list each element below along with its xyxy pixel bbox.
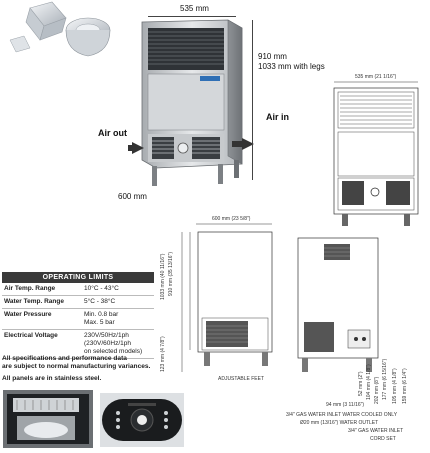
dim-159: 159 mm (6 1/4") [402,368,408,404]
panels-note: All panels are in stainless steel. [2,375,102,382]
lower-width-dimension: 600 mm (23 5/8") [212,216,251,222]
depth-dimension: 600 mm [118,192,147,201]
dim-105: 105 mm (4 1/8") [392,368,398,404]
row-label: Water Pressure [4,311,52,318]
dim-52: 52 mm (2") [358,371,364,396]
front-drawing-width: 535 mm (21 1/16") [355,74,397,80]
interior-bin-photo [3,390,93,448]
table-row: Air Temp. Range 10°C - 43°C [2,283,154,296]
height-with-legs-dimension: 1033 mm with legs [258,62,325,71]
rear-technical-drawing [296,236,386,382]
table-row: Electrical Voltage 230V/50Hz/1ph (230V/6… [2,330,154,359]
dim-104: 104 mm (4 1/8") [366,364,372,400]
height-dimension: 910 mm [258,52,287,61]
row-label: Water Temp. Range [4,298,64,305]
operating-limits-title: OPERATING LIMITS [2,272,154,283]
width-dimension: 535 mm [180,4,209,13]
dim-94: 94 mm (3 11/16") [326,402,365,408]
table-row: Water Pressure Min. 0.8 bar Max. 5 bar [2,309,154,330]
air-out-label: Air out [98,128,127,138]
gas-inlet-label: 3/4" GAS WATER INLET [348,428,404,434]
cord-set-label: CORD SET [370,436,396,442]
row-label: Air Temp. Range [4,285,56,292]
gas-inlet-cooled-label: 3/4" GAS WATER INLET WATER COOLED ONLY [286,412,398,418]
total-height-label: 1033 mm (40 11/16") [160,253,166,300]
side-technical-drawing [176,222,286,382]
water-outlet-label: Ø20 mm (13/16") WATER OUTLET [300,420,379,426]
row-value: Min. 0.8 bar [84,311,119,318]
operating-limits-table: OPERATING LIMITS Air Temp. Range 10°C - … [2,272,154,359]
row-value: (230V/60Hz/1ph [84,340,131,347]
dim-177: 177 mm (6 15/16") [382,358,388,400]
table-row: Water Temp. Range 5°C - 38°C [2,296,154,309]
dim-202: 202 mm (8") [374,376,380,404]
adjustable-feet-label: ADJUSTABLE FEET [218,376,265,382]
ice-machine-render [118,14,268,194]
row-value: 5°C - 38°C [84,298,116,305]
row-value: Max. 5 bar [84,319,115,326]
control-panel-photo [100,393,184,447]
leg-height-label: 123 mm (4 7/8") [160,336,166,372]
width-dimension-line [148,16,236,17]
row-value: on selected models) [84,348,143,355]
height-dimension-line [252,20,253,180]
front-technical-drawing [332,80,422,230]
ice-cubes-photo [0,0,115,62]
specs-note-2: are subject to normal manufacturing vari… [2,363,151,370]
row-label: Electrical Voltage [4,332,58,339]
air-in-label: Air in [266,112,290,122]
specs-note: All specifications and performance data [2,355,127,362]
body-height-label: 910 mm (35 13/16") [168,251,174,296]
row-value: 10°C - 43°C [84,285,119,292]
row-value: 230V/50Hz/1ph [84,332,129,339]
